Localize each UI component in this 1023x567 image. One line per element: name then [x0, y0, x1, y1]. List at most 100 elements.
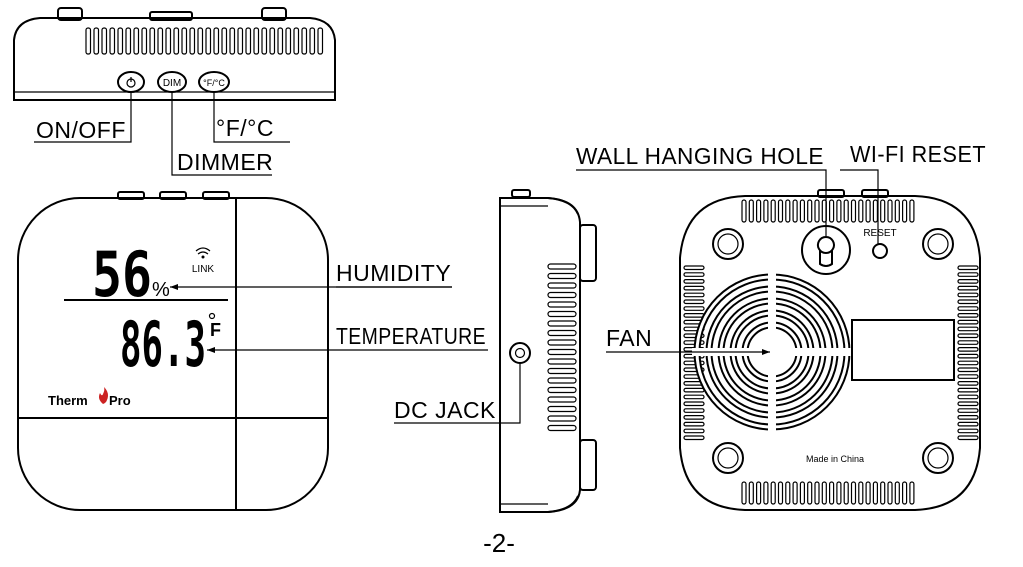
label-wifi-reset: WI-FI RESET: [850, 141, 986, 167]
screw-corner-bl: [712, 442, 744, 474]
dim-button-text: DIM: [163, 78, 181, 89]
vent-slot: [957, 381, 979, 386]
vent-slot: [777, 199, 784, 223]
front-view: 56 % 86.3 F LINK Therm Pro HUMIDITY TEMP…: [17, 191, 488, 511]
vent-slot: [93, 27, 100, 55]
label-area: [851, 319, 955, 381]
screw-corner-br: [922, 442, 954, 474]
vent-slot: [237, 27, 244, 55]
vent-slot: [547, 291, 577, 299]
vent-slot: [957, 394, 979, 400]
vent-slot: [301, 27, 308, 55]
wifi-reset-button[interactable]: [872, 243, 888, 259]
brand-logo: Therm Pro: [48, 387, 131, 408]
vent-slot: [683, 394, 705, 400]
vent-slot: [205, 27, 212, 55]
vent-slot: [901, 199, 908, 223]
vent-slot: [748, 199, 754, 223]
vent-slot: [755, 481, 762, 505]
vent-slot: [894, 481, 900, 505]
vent-slot: [277, 27, 284, 55]
svg-text:Pro: Pro: [109, 393, 131, 408]
dim-button[interactable]: DIM: [157, 71, 187, 93]
vent-slot: [547, 377, 577, 384]
vent-slot: [957, 428, 979, 434]
brand-name-right: Pro: [109, 393, 131, 408]
vent-slot: [957, 279, 979, 284]
vent-slot: [957, 408, 979, 413]
vent-slot: [957, 285, 979, 291]
vent-slot: [547, 263, 577, 270]
vent-slot: [957, 333, 979, 339]
vent-slot: [285, 27, 292, 55]
vent-slot: [887, 481, 893, 505]
vent-slot: [261, 27, 268, 55]
vent-slot: [792, 199, 798, 223]
power-button[interactable]: [117, 71, 145, 93]
unit-button[interactable]: °F/°C: [198, 71, 230, 93]
vent-slot: [547, 282, 577, 289]
vent-slot: [741, 481, 747, 505]
vent-slot: [843, 199, 849, 223]
reset-text: RESET: [863, 228, 896, 239]
label-dc-jack: DC JACK: [394, 397, 496, 423]
label-unit-toggle: °F/°C: [216, 115, 274, 141]
vent-slot: [547, 396, 577, 403]
vent-slot: [957, 299, 979, 305]
vent-slot: [821, 481, 827, 505]
wifi-icon: [195, 247, 211, 259]
vent-slot: [683, 401, 705, 407]
screw-corner-tl: [712, 228, 744, 260]
vent-slot: [785, 199, 791, 223]
vent-slot: [957, 340, 979, 345]
vent-slot: [683, 306, 705, 311]
vent-slot: [748, 481, 754, 505]
label-wall-hanging-hole: WALL HANGING HOLE: [576, 143, 824, 169]
vent-slot: [957, 421, 979, 427]
vent-slot: [547, 301, 577, 308]
vent-slot: [101, 27, 108, 55]
vent-slot: [894, 199, 900, 223]
vent-slot: [547, 348, 577, 356]
vent-slot: [683, 415, 705, 420]
back-housing: [679, 195, 981, 511]
vent-slot: [683, 285, 705, 291]
vent-slot: [683, 279, 705, 284]
back-view: RESET Made in China WALL HANGING HOLE WI…: [576, 141, 986, 511]
vent-slot: [770, 481, 776, 505]
vent-slot: [880, 199, 886, 223]
vent-slot: [770, 199, 776, 223]
vent-slot: [683, 265, 705, 271]
vent-slot: [547, 310, 577, 318]
vent-slot: [909, 481, 915, 505]
page-number: -2-: [483, 528, 515, 558]
vent-slot: [547, 272, 577, 280]
vent-slot: [957, 272, 979, 277]
vent-slot: [547, 358, 577, 365]
vent-slot: [843, 481, 849, 505]
vent-slot: [683, 292, 705, 298]
vent-slot: [792, 481, 798, 505]
vent-slot: [197, 27, 204, 55]
vent-slot: [858, 481, 864, 505]
vent-slot: [253, 27, 260, 55]
vent-slot: [836, 199, 842, 223]
label-humidity: HUMIDITY: [336, 260, 451, 286]
made-in-text: Made in China: [806, 454, 864, 464]
vent-slot: [850, 481, 857, 505]
vent-slot: [173, 27, 180, 55]
dc-jack[interactable]: [509, 342, 531, 364]
label-dimmer: DIMMER: [177, 149, 273, 175]
vent-slot: [957, 292, 979, 298]
label-fan: FAN: [606, 325, 652, 351]
flame-icon: [99, 387, 108, 404]
vent-slot: [269, 27, 276, 55]
unit-button-text: °F/°C: [203, 78, 225, 88]
vent-slot: [189, 27, 196, 55]
vent-slot: [547, 386, 577, 394]
vent-slot: [957, 360, 979, 366]
vent-slot: [683, 272, 705, 277]
vent-slot: [887, 199, 893, 223]
vent-slot: [957, 401, 979, 407]
vent-slot: [317, 27, 324, 55]
